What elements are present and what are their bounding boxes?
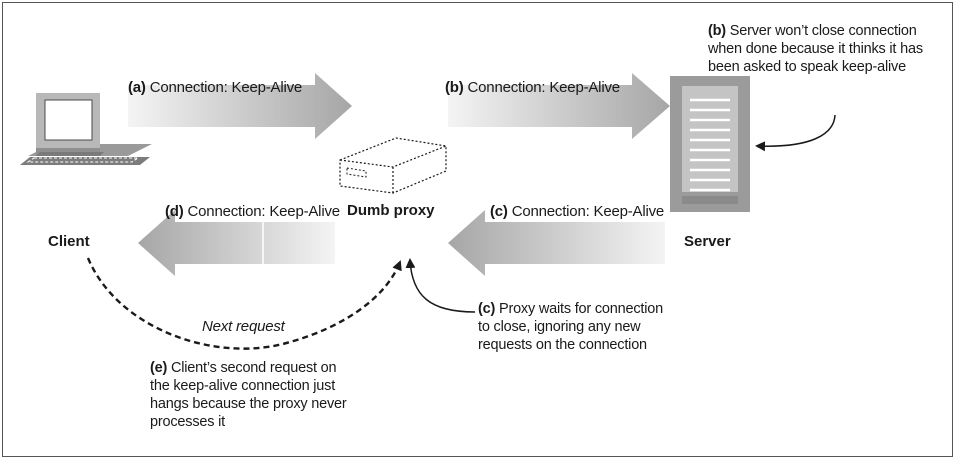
proxy-note-letter: (c) — [478, 301, 496, 317]
proxy-note-line-1: (c) Proxy waits for connection — [478, 300, 663, 318]
server-label: Server — [684, 233, 731, 250]
proxy-label: Dumb proxy — [347, 202, 435, 219]
server-callout-pointer — [755, 114, 836, 152]
client-label: Client — [48, 233, 90, 250]
arrow-b-letter: (b) — [445, 79, 464, 96]
server-note-line-3: been asked to speak keep-alive — [708, 59, 906, 75]
proxy-note-text-1: Proxy waits for connection — [498, 301, 664, 317]
proxy-box-icon — [339, 137, 447, 194]
arrow-b-request-to-server — [448, 73, 670, 139]
arrow-d-response-to-client — [138, 210, 335, 276]
server-note: (b) Server won’t close connection when d… — [708, 22, 923, 76]
client-note-line-1: (e) Client’s second request on — [150, 359, 347, 377]
proxy-note-line-2: to close, ignoring any new — [478, 319, 641, 335]
proxy-callout-pointer — [405, 258, 476, 313]
client-note-letter: (e) — [150, 360, 168, 376]
client-computer-icon — [20, 93, 152, 165]
proxy-note: (c) Proxy waits for connection to close,… — [478, 300, 663, 354]
arrow-b-text: Connection: Keep-Alive — [467, 79, 621, 96]
next-request-label: Next request — [202, 318, 285, 335]
client-note-line-2: the keep-alive connection just — [150, 378, 336, 394]
server-tower-icon — [670, 76, 750, 212]
server-note-letter: (b) — [708, 23, 726, 39]
client-note-line-4: processes it — [150, 414, 225, 430]
arrow-a-label: (a) Connection: Keep-Alive — [128, 78, 302, 97]
arrow-d-text: Connection: Keep-Alive — [187, 203, 341, 220]
server-note-text-1: Server won’t close connection — [729, 23, 917, 39]
arrow-a-letter: (a) — [128, 79, 146, 96]
server-note-line-2: when done because it thinks it has — [708, 41, 923, 57]
arrow-c-label: (c) Connection: Keep-Alive — [490, 202, 664, 221]
client-note-line-3: hangs because the proxy never — [150, 396, 347, 412]
next-request-curve — [86, 257, 402, 350]
server-note-line-1: (b) Server won’t close connection — [708, 22, 923, 40]
arrow-a-request-to-proxy — [128, 73, 352, 139]
arrow-d-label: (d) Connection: Keep-Alive — [165, 202, 340, 221]
arrow-c-response-to-proxy — [448, 210, 665, 276]
proxy-note-line-3: requests on the connection — [478, 337, 647, 353]
arrow-d-letter: (d) — [165, 203, 184, 220]
client-note: (e) Client’s second request on the keep-… — [150, 359, 347, 431]
arrow-c-text: Connection: Keep-Alive — [511, 203, 665, 220]
arrow-a-text: Connection: Keep-Alive — [149, 79, 303, 96]
client-note-text-1: Client’s second request on — [170, 360, 337, 376]
arrow-b-label: (b) Connection: Keep-Alive — [445, 78, 620, 97]
arrow-c-letter: (c) — [490, 203, 508, 220]
